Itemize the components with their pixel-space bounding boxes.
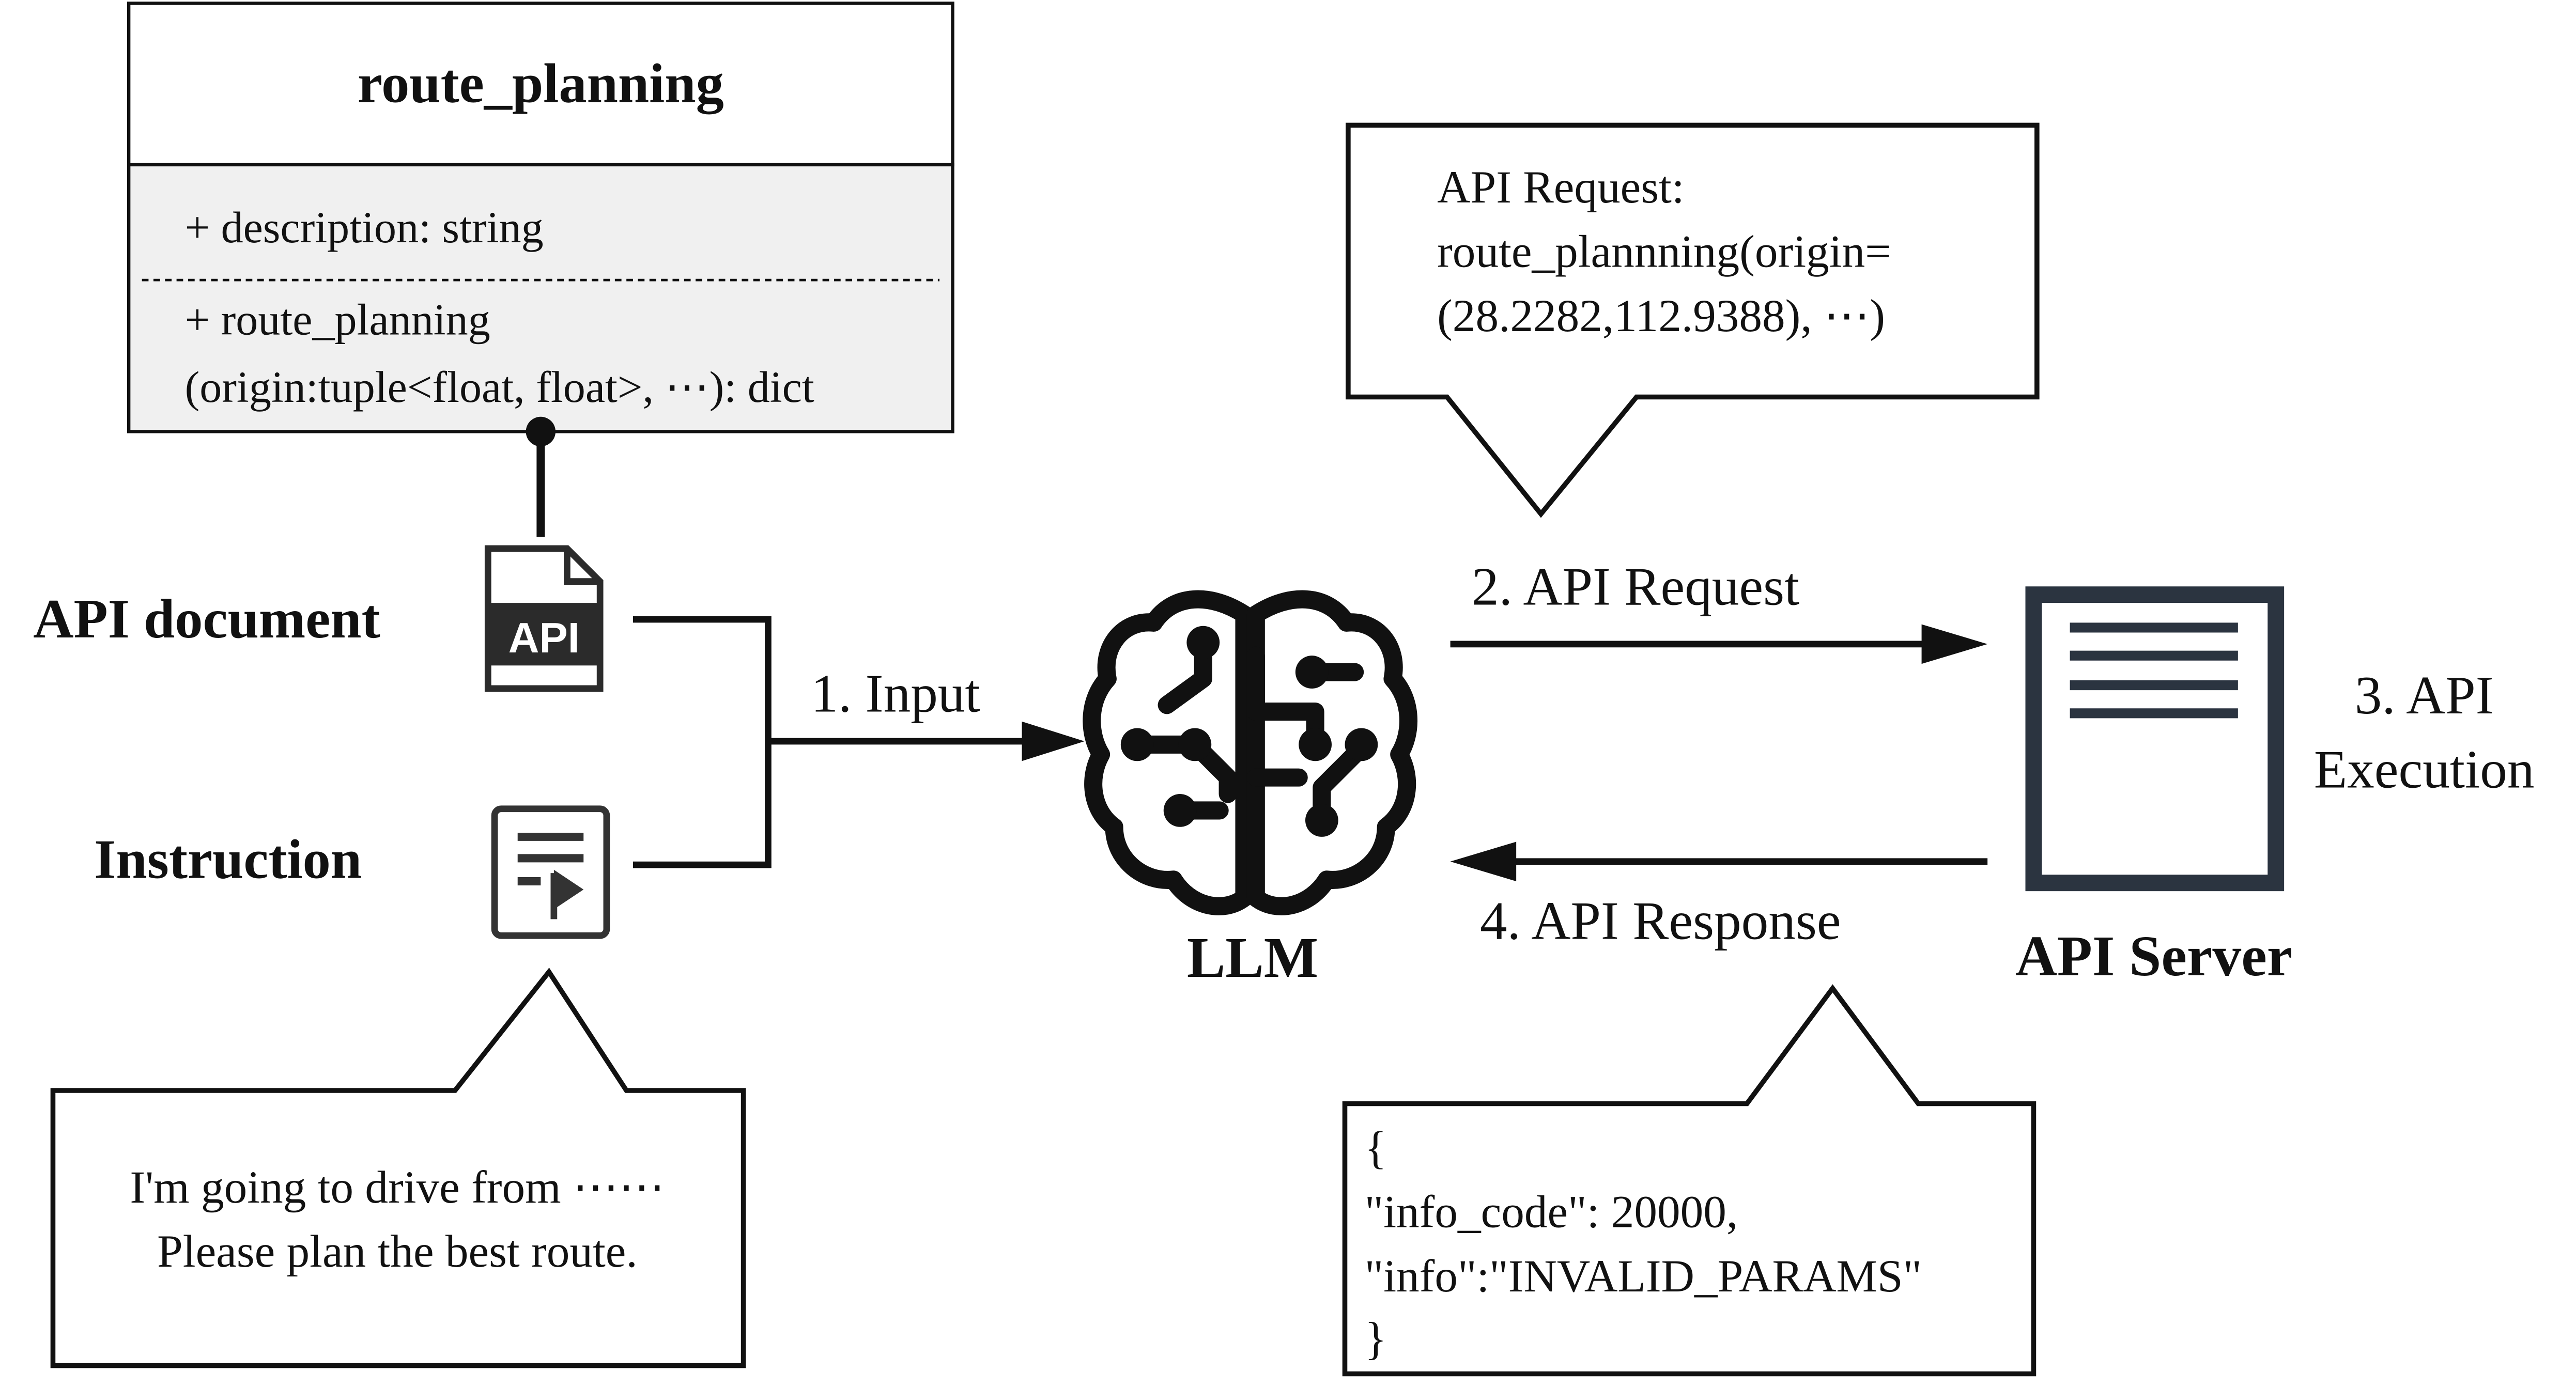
request-arrowhead: [1921, 624, 1988, 664]
api-document-icon: API: [484, 545, 604, 692]
response-bubble-line2: "info_code": 20000,: [1365, 1187, 1738, 1238]
connector-dot: [526, 416, 556, 447]
class-box: route_planning + description: string + r…: [127, 2, 954, 433]
api-server-label: API Server: [2015, 925, 2292, 988]
class-method-line1: + route_planning: [185, 294, 490, 344]
instruction-bubble-line2: Please plan the best route.: [157, 1226, 638, 1277]
response-bubble-line3: "info":"INVALID_PARAMS": [1365, 1251, 1922, 1302]
instruction-label: Instruction: [94, 829, 362, 891]
class-method-line2: (origin:tuple<float, float>, ⋯): dict: [185, 362, 814, 412]
instruction-bubble-line1: I'm going to drive from ⋯⋯: [130, 1162, 665, 1213]
request-edge-label: 2. API Request: [1472, 556, 1799, 616]
llm-label: LLM: [1187, 926, 1318, 990]
response-arrowhead: [1450, 841, 1517, 882]
request-bubble-line2: route_plannning(origin=: [1437, 226, 1891, 277]
response-bubble-line4: }: [1365, 1313, 1387, 1364]
class-title: route_planning: [358, 53, 724, 115]
request-bubble-line1: API Request:: [1437, 162, 1685, 213]
api-document-label: API document: [33, 588, 380, 650]
class-attribute: + description: string: [185, 202, 544, 252]
response-bubble: [1342, 984, 2037, 1377]
instruction-icon: [491, 805, 610, 939]
api-server-icon: [2025, 586, 2285, 892]
llm-brain-nodes: [1120, 626, 1378, 837]
input-connector: [633, 616, 1032, 868]
api-icon-text: API: [508, 614, 580, 662]
response-edge-label: 4. API Response: [1480, 891, 1841, 951]
execution-label-line2: Execution: [2314, 739, 2535, 799]
response-bubble-line1: {: [1365, 1122, 1387, 1173]
execution-label-line1: 3. API: [2355, 665, 2494, 725]
request-bubble: [1346, 122, 2040, 518]
instruction-bubble: [50, 968, 746, 1368]
input-edge-label: 1. Input: [811, 663, 980, 724]
input-arrowhead: [1022, 721, 1085, 761]
request-bubble-line3: (28.2282,112.9388), ⋯): [1437, 290, 1885, 341]
